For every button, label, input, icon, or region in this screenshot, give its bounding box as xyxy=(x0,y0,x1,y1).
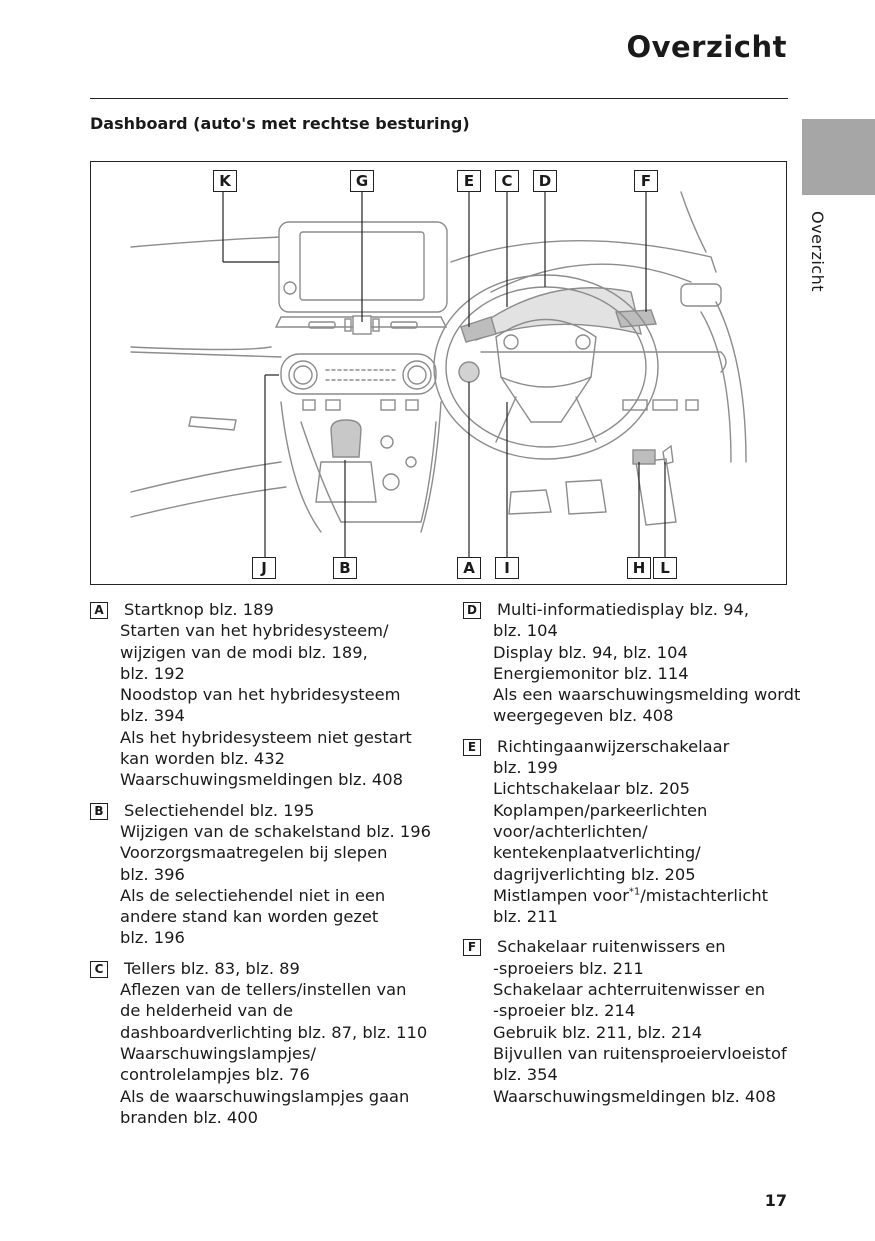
entry-line: weergegeven blz. 408 xyxy=(493,706,674,726)
entry-line: blz. 211 xyxy=(493,907,558,927)
title-rule xyxy=(90,98,788,99)
entry-key: A xyxy=(90,602,108,619)
legend-entry-f: F Schakelaar ruitenwissers en -sproeiers… xyxy=(463,936,793,1106)
page-number: 17 xyxy=(764,1191,787,1210)
entry-key: D xyxy=(463,602,481,619)
legend-entry-b: B Selectiehendel blz. 195 Wijzigen van d… xyxy=(90,800,440,949)
legend-right-column: D Multi-informatiedisplay blz. 94, blz. … xyxy=(463,599,801,1116)
entry-line: -sproeier blz. 214 xyxy=(493,1001,636,1021)
legend-left-column: A Startknop blz. 189 Starten van het hyb… xyxy=(90,599,440,1137)
entry-line: andere stand kan worden gezet xyxy=(120,907,379,927)
entry-key: C xyxy=(90,960,108,978)
entry-line: Voorzorgsmaatregelen bij slepen xyxy=(120,843,388,863)
entry-line: Bijvullen van ruitensproeiervloeistof xyxy=(493,1043,787,1063)
entry-line: blz. 394 xyxy=(120,706,185,726)
entry-title: Tellers blz. 83, blz. 89 xyxy=(124,958,300,978)
callout-g: G xyxy=(350,170,374,192)
callout-l: L xyxy=(653,557,677,579)
entry-line: kan worden blz. 432 xyxy=(120,749,285,769)
entry-line: Wijzigen van de schakelstand blz. 196 xyxy=(120,821,431,841)
entry-line: Waarschuwingsmeldingen blz. 408 xyxy=(493,1086,777,1106)
entry-line: dagrijverlichting blz. 205 xyxy=(493,864,696,884)
entry-title: Selectiehendel blz. 195 xyxy=(124,800,315,820)
entry-line: blz. 396 xyxy=(120,864,185,884)
entry-key: F xyxy=(463,939,481,957)
entry-line: de helderheid van de xyxy=(120,1001,293,1021)
entry-line: controlelampjes blz. 76 xyxy=(120,1065,310,1085)
entry-line: Gebruik blz. 211, blz. 214 xyxy=(493,1022,703,1042)
entry-line: -sproeiers blz. 211 xyxy=(493,958,644,978)
entry-line: blz. 192 xyxy=(120,663,185,683)
callout-f: F xyxy=(634,170,658,192)
page-title: Overzicht xyxy=(626,30,787,64)
callout-d: D xyxy=(533,170,557,192)
entry-line: wijzigen van de modi blz. 189, xyxy=(120,642,368,662)
callout-j: J xyxy=(252,557,276,579)
legend-entry-c: C Tellers blz. 83, blz. 89 Aflezen van d… xyxy=(90,958,440,1128)
entry-line: Waarschuwingsmeldingen blz. 408 xyxy=(120,770,404,790)
entry-line: Koplampen/parkeerlichten xyxy=(493,800,708,820)
dashboard-illustration: K G E C D F J B A I H L xyxy=(90,161,787,585)
entry-line: blz. 354 xyxy=(493,1065,558,1085)
entry-line: Als een waarschuwingsmelding wordt xyxy=(493,685,801,705)
callout-b: B xyxy=(333,557,357,579)
footnote-marker: *1 xyxy=(628,886,641,898)
callout-h: H xyxy=(627,557,651,579)
entry-line: Display blz. 94, blz. 104 xyxy=(493,642,688,662)
entry-line: Als het hybridesysteem niet gestart xyxy=(120,727,412,747)
entry-title: Multi-informatiedisplay blz. 94, xyxy=(497,600,750,619)
callout-k: K xyxy=(213,170,237,192)
entry-title: Startknop blz. 189 xyxy=(124,600,274,619)
entry-line: Als de waarschuwingslampjes gaan xyxy=(120,1086,410,1106)
callout-i: I xyxy=(495,557,519,579)
entry-line: Energiemonitor blz. 114 xyxy=(493,663,689,683)
entry-line: Schakelaar achterruitenwisser en xyxy=(493,980,766,1000)
entry-line: blz. 104 xyxy=(493,621,558,641)
entry-line: blz. 199 xyxy=(493,758,558,778)
legend-entry-e: E Richtingaanwijzerschakelaar blz. 199 L… xyxy=(463,736,793,928)
side-tab-label: Overzicht xyxy=(808,211,827,293)
entry-line: branden blz. 400 xyxy=(120,1107,259,1127)
entry-key: E xyxy=(463,738,481,756)
entry-line-fog: Mistlampen voor*1/mistachterlicht xyxy=(493,885,793,906)
callout-a: A xyxy=(457,557,481,579)
entry-line: blz. 196 xyxy=(120,928,185,948)
entry-line: Waarschuwingslampjes/ xyxy=(120,1043,316,1063)
entry-title: Schakelaar ruitenwissers en xyxy=(497,937,726,957)
entry-line: dashboardverlichting blz. 87, blz. 110 xyxy=(120,1022,428,1042)
entry-line: Noodstop van het hybridesysteem xyxy=(120,685,401,705)
fog-text-rest: /mistachterlicht xyxy=(640,885,769,905)
side-tab-marker xyxy=(802,119,875,195)
dashboard-drawing xyxy=(130,191,747,557)
callout-e: E xyxy=(457,170,481,192)
entry-key: B xyxy=(90,802,108,820)
section-heading: Dashboard (auto's met rechtse besturing) xyxy=(90,114,470,133)
legend-entry-a: A Startknop blz. 189 Starten van het hyb… xyxy=(90,599,440,791)
entry-line: Lichtschakelaar blz. 205 xyxy=(493,779,691,799)
callout-c: C xyxy=(495,170,519,192)
entry-line: Als de selectiehendel niet in een xyxy=(120,885,386,905)
entry-line: Aflezen van de tellers/instellen van xyxy=(120,980,407,1000)
entry-title: Richtingaanwijzerschakelaar xyxy=(497,736,730,756)
entry-line: kentekenplaatverlichting/ xyxy=(493,843,701,863)
fog-text: Mistlampen voor xyxy=(493,885,629,905)
legend-entry-d: D Multi-informatiedisplay blz. 94, blz. … xyxy=(463,599,801,727)
entry-line: voor/achterlichten/ xyxy=(493,821,648,841)
entry-line: Starten van het hybridesysteem/ xyxy=(120,621,389,641)
